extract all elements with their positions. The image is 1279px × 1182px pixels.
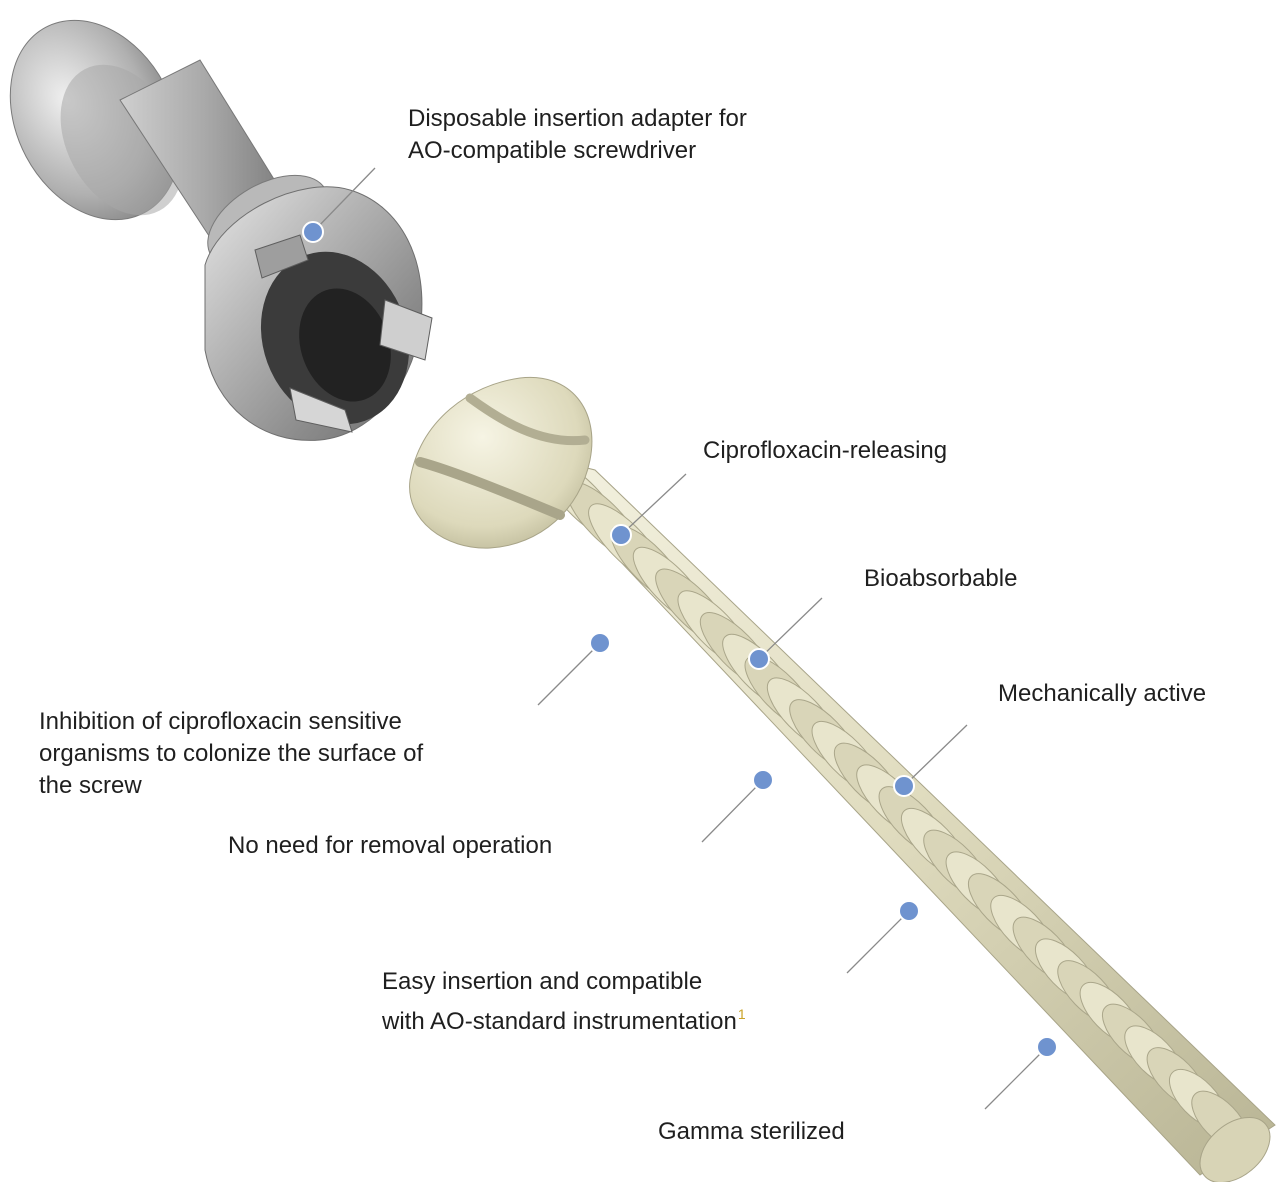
label-insertion-line1: Easy insertion and compatible: [382, 966, 746, 998]
label-inhibition-line3: the screw: [39, 770, 423, 802]
callout-dot-bioabsorbable: [748, 648, 770, 670]
callout-dot-removal: [752, 769, 774, 791]
label-gamma: Gamma sterilized: [658, 1116, 845, 1148]
label-removal: No need for removal operation: [228, 830, 552, 862]
leader-insertion: [847, 911, 909, 973]
label-mechanical: Mechanically active: [998, 678, 1206, 710]
callout-dot-inhibition: [589, 632, 611, 654]
label-adapter-line1: Disposable insertion adapter for: [408, 103, 747, 135]
label-inhibition: Inhibition of ciprofloxacin sensitive or…: [39, 706, 423, 802]
label-bioabsorbable: Bioabsorbable: [864, 563, 1017, 595]
callout-dot-gamma: [1036, 1036, 1058, 1058]
label-adapter: Disposable insertion adapter for AO-comp…: [408, 103, 747, 167]
label-insertion-line2-text: with AO-standard instrumentation: [382, 1008, 737, 1035]
callout-dot-mechanical: [893, 775, 915, 797]
callout-dot-ciprofloxacin: [610, 524, 632, 546]
label-ciprofloxacin: Ciprofloxacin-releasing: [703, 435, 947, 467]
label-insertion-line2: with AO-standard instrumentation1: [382, 998, 746, 1038]
label-insertion: Easy insertion and compatible with AO-st…: [382, 966, 746, 1038]
label-inhibition-line1: Inhibition of ciprofloxacin sensitive: [39, 706, 423, 738]
bioabsorbable-screw: [410, 377, 1279, 1182]
label-adapter-line2: AO-compatible screwdriver: [408, 135, 747, 167]
footnote-marker: 1: [738, 1006, 746, 1022]
leader-gamma: [985, 1047, 1047, 1109]
leader-removal: [702, 780, 763, 842]
insertion-adapter: [0, 0, 433, 445]
label-inhibition-line2: organisms to colonize the surface of: [39, 738, 423, 770]
leader-bioabsorbable: [759, 598, 822, 659]
leader-mechanical: [904, 725, 967, 786]
callout-dot-adapter: [302, 221, 324, 243]
callout-dot-insertion: [898, 900, 920, 922]
leader-inhibition: [538, 643, 600, 705]
